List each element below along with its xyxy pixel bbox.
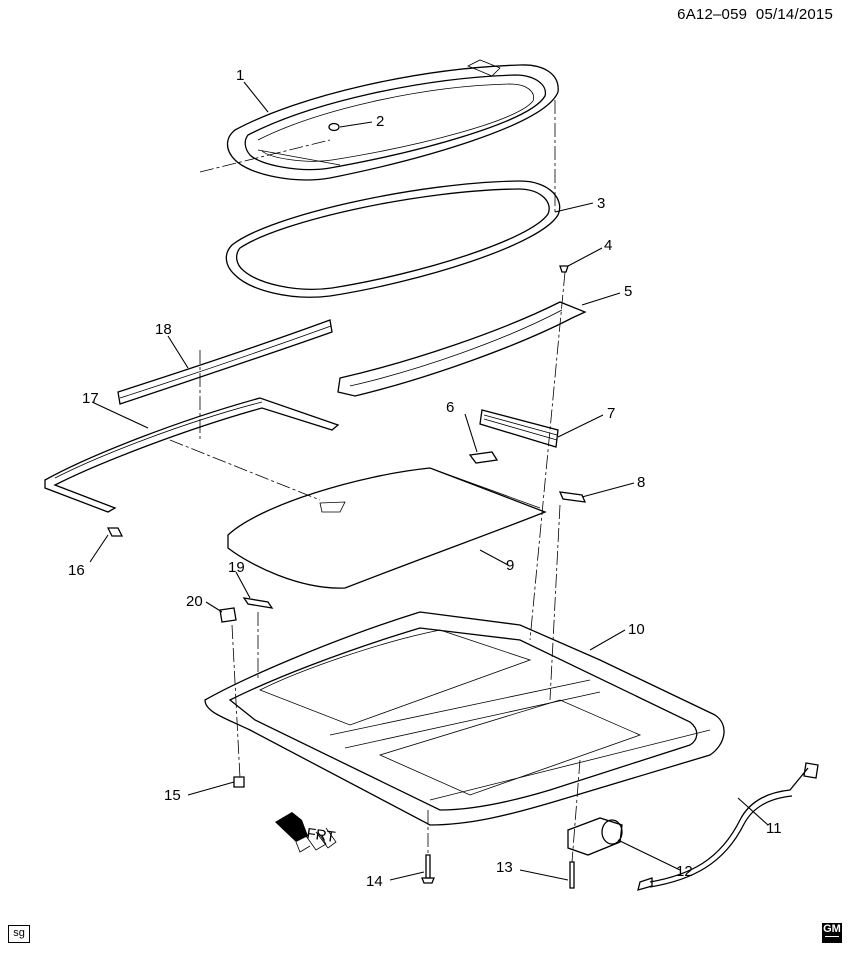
callout-3: 3 [597, 195, 605, 212]
part-19-bracket [242, 597, 274, 609]
callout-4: 4 [604, 237, 612, 254]
gm-logo: GM [822, 923, 842, 943]
callout-16: 16 [68, 562, 85, 579]
front-direction-arrow: FRT [275, 812, 337, 853]
callout-17: 17 [82, 390, 99, 407]
part-1-glass-panel [226, 59, 559, 181]
part-10-frame [204, 611, 725, 826]
drawing-id: 6A12–059 [677, 6, 748, 23]
callout-20: 20 [186, 593, 203, 610]
callout-15: 15 [164, 787, 181, 804]
callout-7: 7 [607, 405, 615, 422]
part-3-seal [225, 180, 561, 298]
callout-5: 5 [624, 283, 632, 300]
part-12-motor [567, 817, 623, 856]
drawing-date: 05/14/2015 [755, 6, 833, 23]
gm-logo-text: GM [823, 923, 841, 935]
callout-14: 14 [366, 873, 383, 890]
callout-18: 18 [155, 321, 172, 338]
callout-1: 1 [236, 67, 244, 84]
part-4-screw [559, 265, 569, 273]
part-8-bracket [558, 491, 587, 503]
part-14-bolt [421, 854, 435, 884]
front-arrow-label: FRT [305, 825, 336, 846]
phantom-lines [169, 100, 581, 863]
part-9-sunshade [227, 467, 547, 589]
callout-19: 19 [228, 559, 245, 576]
callout-6: 6 [446, 399, 454, 416]
part-13-bolt [569, 861, 575, 889]
leader-lines [89, 81, 769, 881]
part-6-bracket [468, 451, 499, 464]
callouts: 1 2 3 4 5 6 7 8 9 10 11 12 13 14 15 16 1… [68, 67, 782, 890]
part-11-harness [637, 762, 819, 891]
callout-8: 8 [637, 474, 645, 491]
drawing-header: 6A12–059 05/14/2015 [677, 6, 833, 23]
part-16-clip [106, 527, 124, 537]
callout-10: 10 [628, 621, 645, 638]
part-18-side-trim [117, 319, 333, 405]
part-2-clip [328, 122, 340, 132]
part-15-nut [233, 776, 245, 788]
part-5-rear-rail [337, 301, 587, 397]
callout-11: 11 [766, 820, 782, 837]
callout-12: 12 [676, 863, 693, 880]
source-badge: sg [8, 925, 30, 943]
part-7-deflector [479, 409, 559, 448]
callout-13: 13 [496, 859, 513, 876]
part-20-bracket [219, 607, 237, 623]
callout-2: 2 [376, 113, 384, 130]
part-17-side-rail [44, 397, 340, 513]
callout-9: 9 [506, 557, 514, 574]
